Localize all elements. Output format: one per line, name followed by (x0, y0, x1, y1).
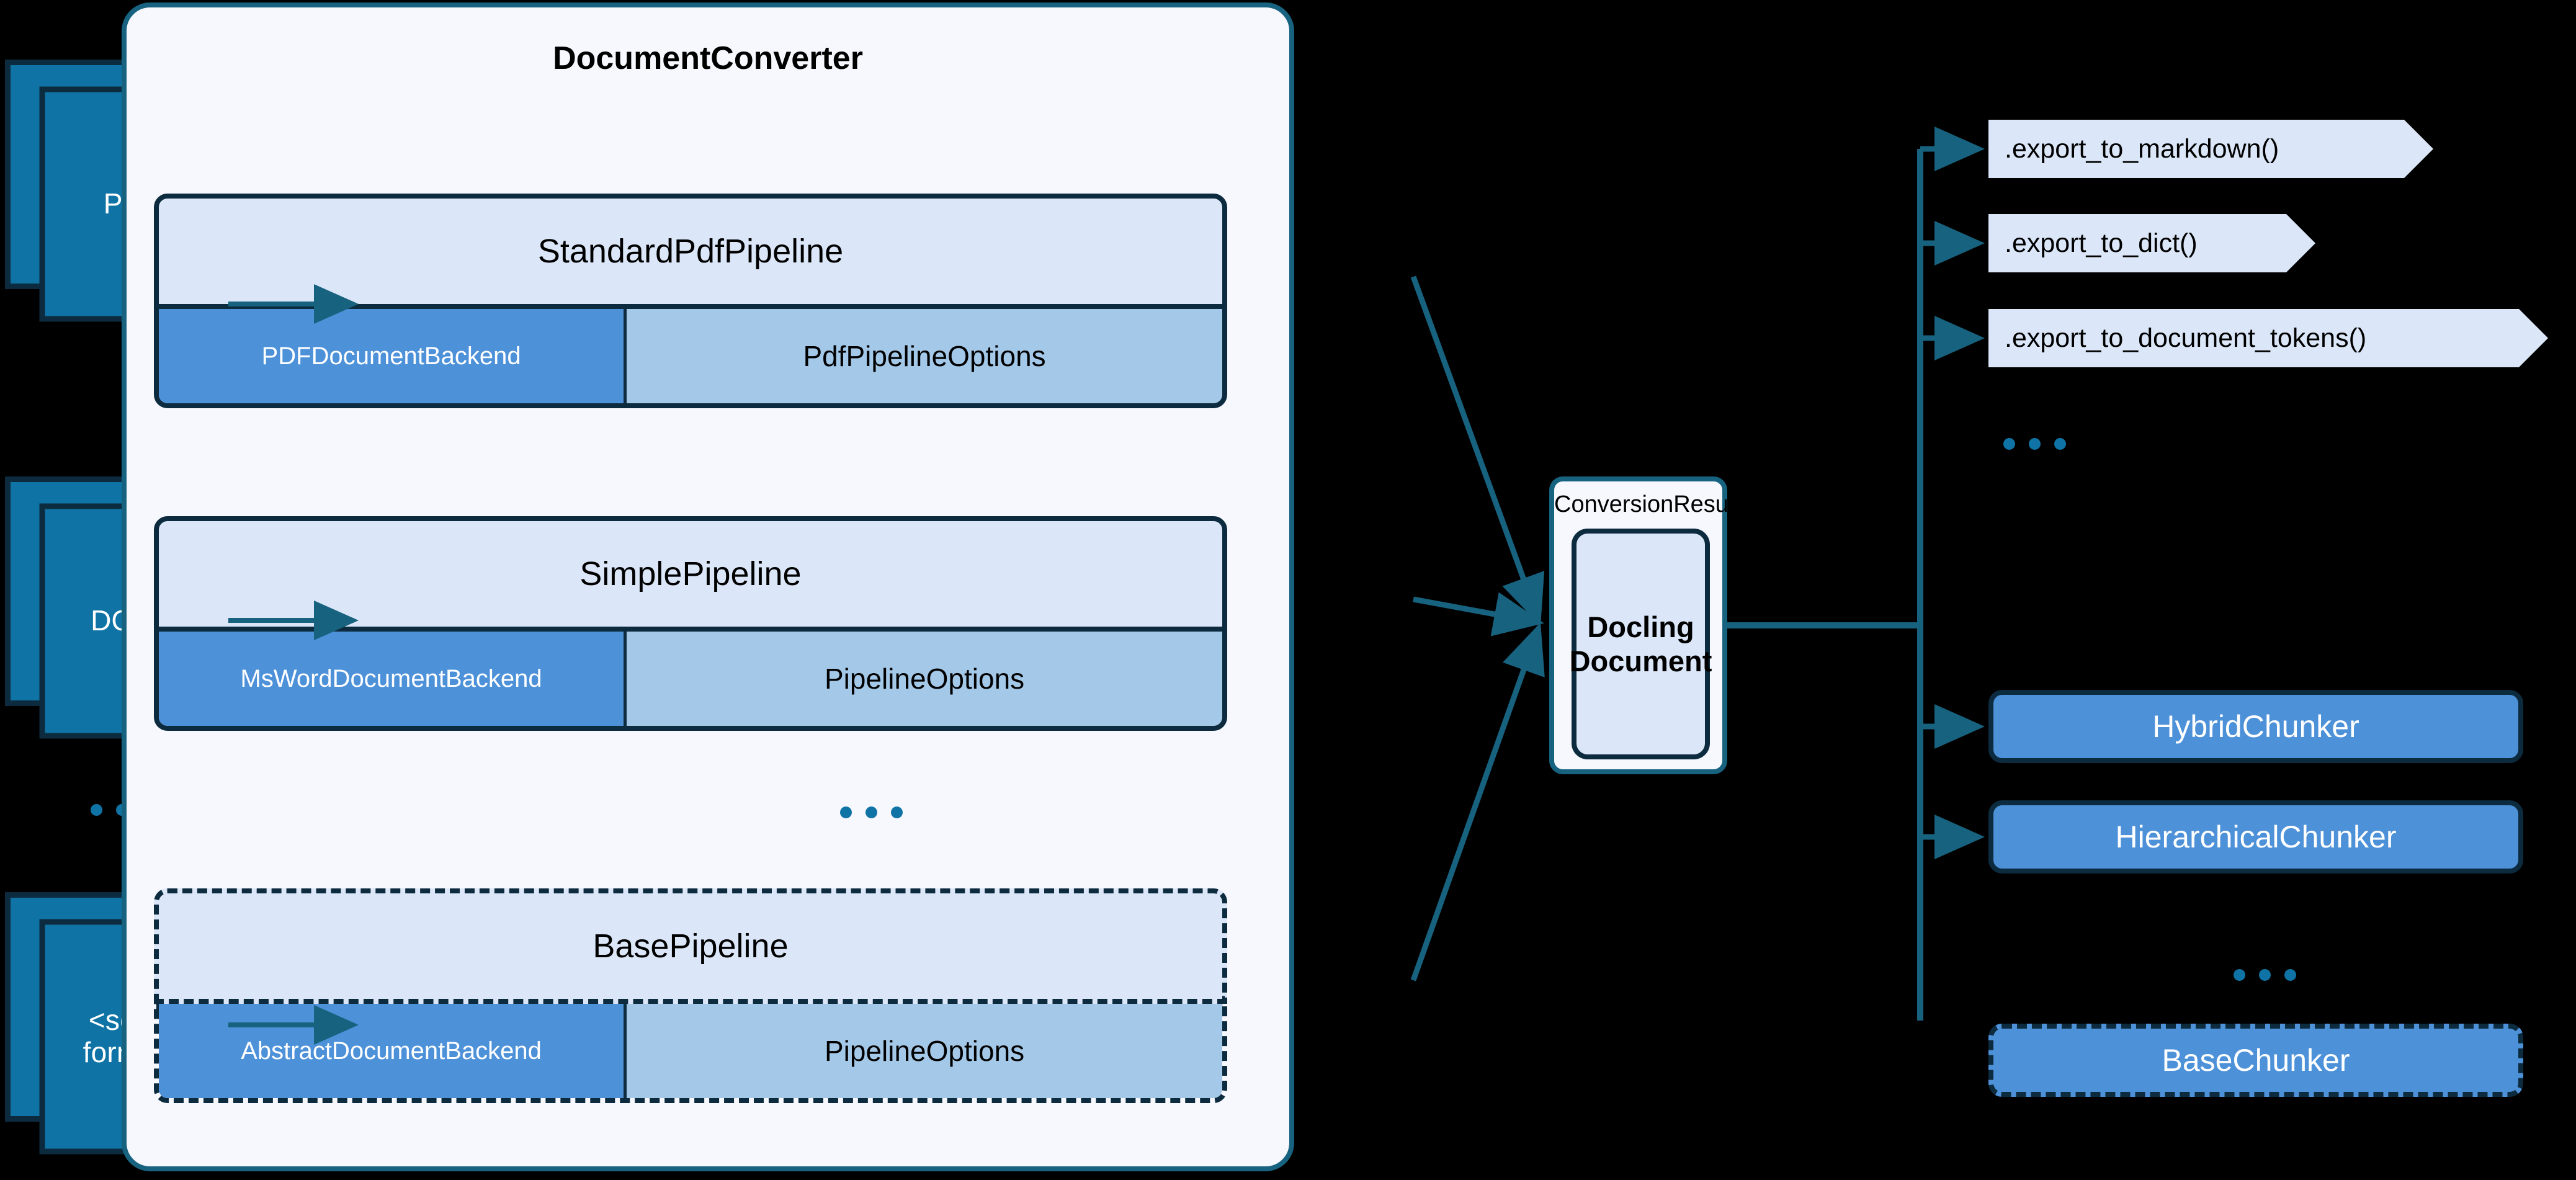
docling-document-node[interactable]: Docling Document (1569, 529, 1712, 759)
docling-document-line1: Docling (1587, 610, 1694, 643)
wire-base-pipeline-to-result (1410, 622, 1545, 981)
export-ellipsis (2003, 438, 2066, 450)
chunker-hierarchical[interactable]: HierarchicalChunker (1988, 800, 2523, 874)
pipeline-row-standard-pdf: PDFDocumentBackend PdfPipelineOptions (154, 309, 1227, 408)
chunker-hybrid[interactable]: HybridChunker (1988, 690, 2523, 763)
export-shape-document-tokens[interactable]: .export_to_document_tokens() (1988, 309, 2548, 367)
document-converter-panel[interactable]: DocumentConverter StandardPdfPipeline PD… (122, 2, 1294, 1171)
pipeline-row-base: AbstractDocumentBackend PipelineOptions (154, 1004, 1227, 1103)
pipeline-name-simple: SimplePipeline (154, 516, 1227, 632)
pipeline-options-base[interactable]: PipelineOptions (627, 1004, 1222, 1098)
pipeline-group-standard-pdf[interactable]: StandardPdfPipeline PDFDocumentBackend P… (154, 194, 1227, 408)
chunker-ellipsis (2234, 969, 2296, 981)
conversion-result-panel[interactable]: ConversionResult Docling Document (1549, 476, 1740, 774)
pipeline-group-simple[interactable]: SimplePipeline MsWordDocumentBackend Pip… (154, 516, 1227, 731)
page-title: DocumentConverter (553, 40, 863, 76)
pipeline-name-base: BasePipeline (154, 888, 1227, 1004)
conversion-result-title: ConversionResult (1554, 491, 1740, 517)
pipeline-row-simple: MsWordDocumentBackend PipelineOptions (154, 632, 1227, 731)
chunker-label-hybrid: HybridChunker (2152, 709, 2359, 744)
pipeline-ellipsis (840, 807, 903, 818)
export-shape-dict[interactable]: .export_to_dict() (1988, 214, 2315, 272)
chunker-label-base: BaseChunker (2162, 1043, 2350, 1078)
pipeline-name-standard-pdf: StandardPdfPipeline (154, 194, 1227, 309)
pipeline-backend-standard-pdf[interactable]: PDFDocumentBackend (159, 309, 627, 403)
pipeline-options-simple[interactable]: PipelineOptions (627, 632, 1222, 726)
pipeline-backend-base[interactable]: AbstractDocumentBackend (159, 1004, 627, 1098)
pipeline-backend-simple[interactable]: MsWordDocumentBackend (159, 632, 627, 726)
export-label-dict: .export_to_dict() (2005, 228, 2198, 258)
chunker-base[interactable]: BaseChunker (1988, 1024, 2523, 1097)
export-shape-markdown[interactable]: .export_to_markdown() (1988, 120, 2433, 178)
pipeline-options-standard-pdf[interactable]: PdfPipelineOptions (627, 309, 1222, 403)
export-label-markdown: .export_to_markdown() (2005, 133, 2279, 164)
wire-standard-pipeline-to-result (1410, 275, 1545, 626)
wire-simple-pipeline-to-result (1413, 592, 1544, 637)
chunker-label-hierarchical: HierarchicalChunker (2115, 820, 2397, 854)
docling-document-line2: Document (1569, 645, 1712, 677)
pipeline-group-base[interactable]: BasePipeline AbstractDocumentBackend Pip… (154, 888, 1227, 1103)
export-label-document-tokens: .export_to_document_tokens() (2005, 323, 2367, 353)
